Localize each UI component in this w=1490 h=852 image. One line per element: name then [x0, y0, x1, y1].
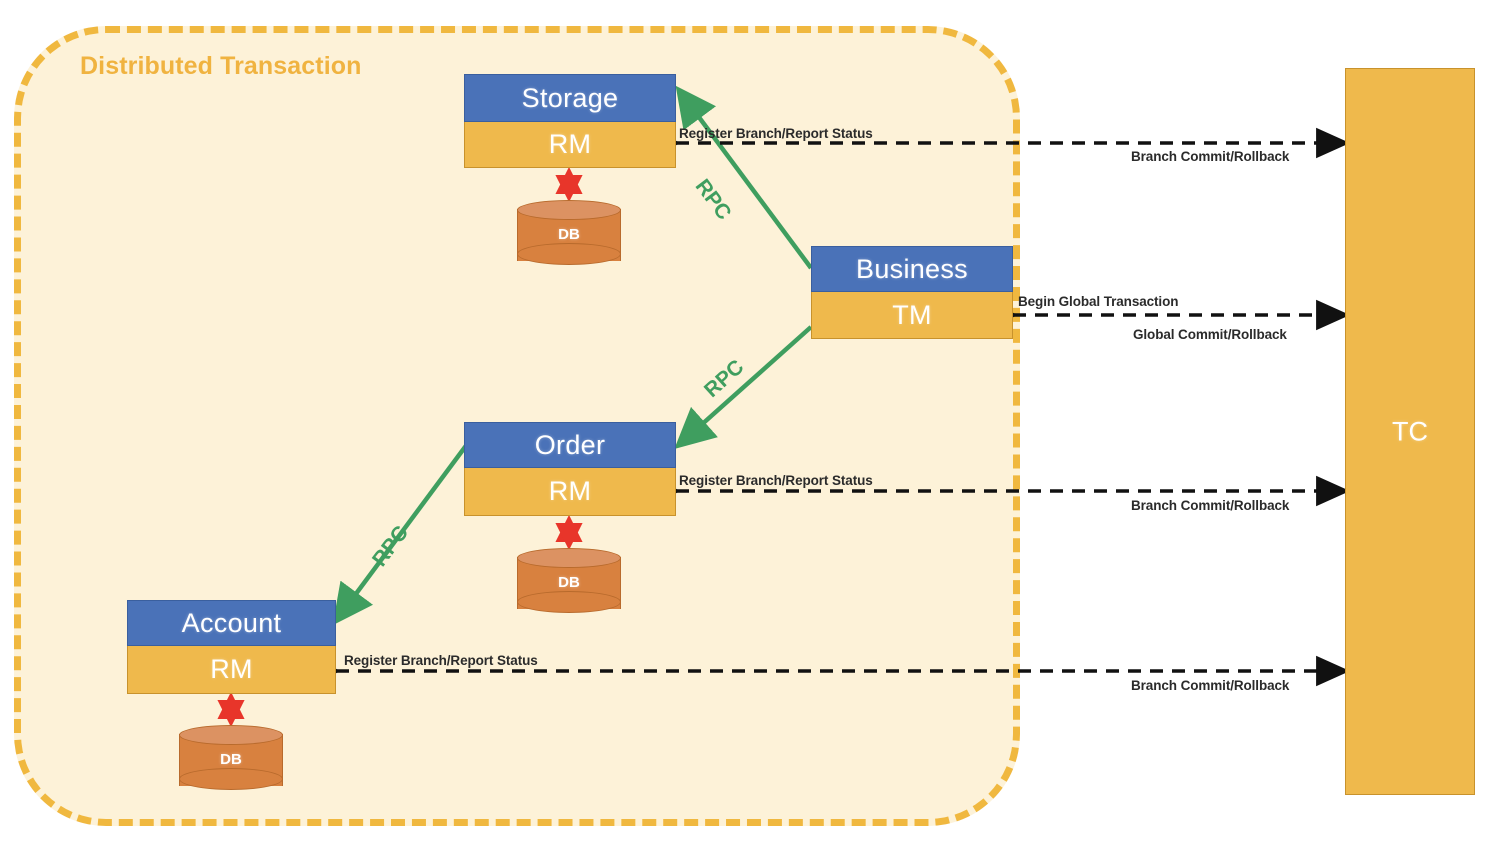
service-name-business: Business: [811, 246, 1013, 292]
db-top-ellipse: [517, 200, 621, 220]
database-storage: DB: [517, 200, 621, 268]
transaction-coordinator-label: TC: [1392, 416, 1428, 446]
service-name-order: Order: [464, 422, 676, 468]
db-label-storage: DB: [558, 226, 580, 243]
service-role-business: TM: [811, 292, 1013, 339]
db-label-order: DB: [558, 574, 580, 591]
protocol-label-storage-above: Register Branch/Report Status: [679, 126, 873, 141]
protocol-label-account-above: Register Branch/Report Status: [344, 653, 538, 668]
db-bottom-ellipse: [517, 243, 621, 265]
database-account: DB: [179, 725, 283, 793]
db-bottom-ellipse: [179, 768, 283, 790]
db-label-account: DB: [220, 751, 242, 768]
protocol-label-business-below: Global Commit/Rollback: [1133, 327, 1287, 342]
service-role-storage: RM: [464, 122, 676, 168]
protocol-label-business-above: Begin Global Transaction: [1018, 294, 1179, 309]
service-name-storage: Storage: [464, 74, 676, 122]
protocol-label-account-below: Branch Commit/Rollback: [1131, 678, 1290, 693]
service-role-account: RM: [127, 646, 336, 694]
db-top-ellipse: [517, 548, 621, 568]
service-card-storage[interactable]: Storage RM: [464, 74, 676, 168]
protocol-label-order-below: Branch Commit/Rollback: [1131, 498, 1290, 513]
protocol-label-storage-below: Branch Commit/Rollback: [1131, 149, 1290, 164]
db-top-ellipse: [179, 725, 283, 745]
service-card-order[interactable]: Order RM: [464, 422, 676, 516]
protocol-label-order-above: Register Branch/Report Status: [679, 473, 873, 488]
distributed-transaction-title: Distributed Transaction: [80, 52, 362, 80]
database-order: DB: [517, 548, 621, 616]
transaction-coordinator-box[interactable]: TC: [1345, 68, 1475, 795]
service-name-account: Account: [127, 600, 336, 646]
service-role-order: RM: [464, 468, 676, 516]
service-card-business[interactable]: Business TM: [811, 246, 1013, 339]
service-card-account[interactable]: Account RM: [127, 600, 336, 694]
db-bottom-ellipse: [517, 591, 621, 613]
